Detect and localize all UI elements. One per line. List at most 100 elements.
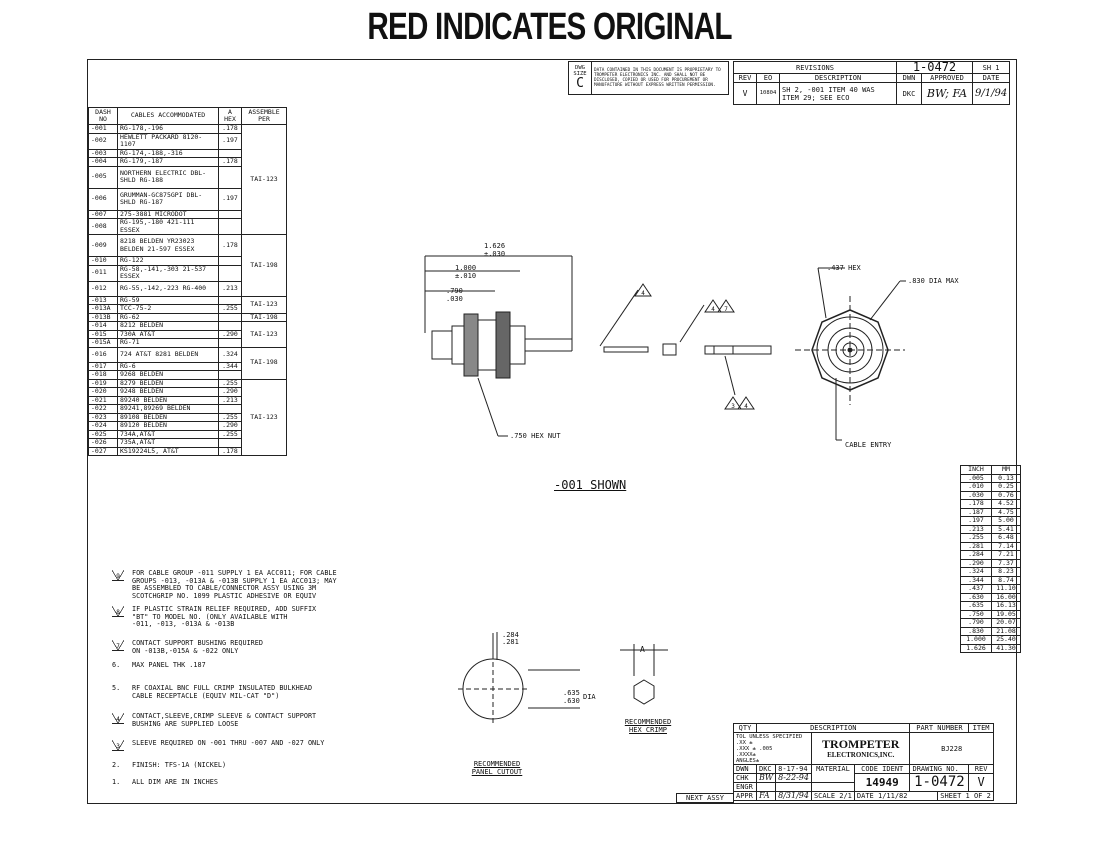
doc-number-top: 1-0472 (896, 61, 973, 74)
mm-value: 41.30 (991, 643, 1021, 653)
view-caption: -001 SHOWN (554, 478, 627, 492)
dim-1000: 1.000 (455, 264, 477, 272)
assemble-per: TAI-123 (241, 295, 287, 314)
sheet-count: SHEET 1 OF 2 (937, 791, 994, 801)
dwn-date: 8-17-94 (775, 764, 812, 774)
cable-dash-no: -006 (88, 187, 118, 211)
qty-label: QTY (733, 723, 757, 733)
item-label: ITEM (968, 723, 994, 733)
tol-1626: ±.030 (484, 250, 506, 258)
tolerance-values: .XX ± .XXX ± .005 .XXXX± ANGLES± (736, 739, 773, 764)
inch-value: .437 (960, 584, 992, 594)
ref-mark-4c: 4 (744, 403, 748, 410)
note-text: FINISH: TFS-1A (NICKEL) (132, 761, 227, 769)
cable-accommodated: GRUMMAN-GC875GPI DBL-SHLD RG-187 (117, 187, 219, 211)
cable-table: DASH NO CABLES ACCOMMODATED A HEX ASSEMB… (88, 107, 287, 456)
dim-281: .281 (502, 638, 519, 646)
chk-date: 8-22-94 (775, 773, 812, 783)
cable-hex: .197 (218, 187, 242, 211)
eo-value: 10804 (756, 82, 780, 105)
hex-crimp-caption: RECOMMENDED HEX CRIMP (624, 718, 672, 734)
revisions-table: REVISIONS 1-0472 SH 1 REV EO DESCRIPTION… (733, 61, 1011, 105)
note-mark: 2. (112, 761, 121, 769)
inch-value: .010 (960, 482, 992, 492)
next-assy-box: NEXT ASSY (676, 793, 734, 803)
cable-dash-no: -016 (88, 346, 118, 363)
tol-1000: ±.010 (455, 272, 477, 280)
description-label: DESCRIPTION (755, 723, 911, 733)
ref-mark-7: 7 (724, 306, 728, 313)
dwn-by: DKC (755, 764, 777, 774)
engr-label: ENGR (733, 782, 757, 792)
rev-label: REV (968, 764, 994, 774)
hex-a-label: A (640, 645, 645, 654)
cable-hex: .178 (218, 446, 242, 456)
tolerance-label: TOL UNLESS SPECIFIED (736, 733, 803, 740)
note-text: CONTACT,SLEEVE,CRIMP SLEEVE & CONTACT SU… (132, 712, 317, 728)
part-number-label: PART NUMBER (909, 723, 970, 733)
inch-value: .790 (960, 618, 992, 628)
code-ident-value: 14949 (853, 773, 911, 792)
drawing-no-label: DRAWING NO. (909, 764, 970, 774)
ref-mark-4b: 4 (711, 306, 715, 313)
drawing-frame (87, 59, 1017, 804)
ref-mark-3: 3 (731, 403, 735, 410)
note-mark: 9 (112, 570, 124, 581)
rev-description: SH 2, -001 ITEM 40 WAS ITEM 29; SEE ECO (779, 82, 897, 105)
revision-header: DWG SIZE C DATA CONTAINED IN THIS DOCUME… (568, 61, 729, 95)
hex-nut-label: .750 HEX NUT (510, 432, 561, 440)
chk-by: BW (755, 773, 777, 783)
dia-830-label: .830 DIA MAX (908, 277, 959, 285)
inch-value: .255 (960, 533, 992, 543)
dim-284: .284 (502, 631, 519, 639)
note-mark: 5. (112, 684, 121, 692)
mm-value: 8.23 (991, 567, 1021, 577)
dim-1626: 1.626 (484, 242, 506, 250)
tolerance-cell: TOL UNLESS SPECIFIED .XX ± .XXX ± .005 .… (733, 732, 812, 765)
ref-mark-4a: 4 (641, 290, 645, 297)
company-name: TROMPETER (822, 736, 900, 751)
rev-approval-signature: BW; FA (921, 82, 973, 105)
note-text: FOR CABLE GROUP -011 SUPPLY 1 EA ACC011;… (132, 569, 337, 600)
dwg-size: C (576, 76, 584, 91)
drawing-no-value: 1-0472 (909, 773, 970, 792)
note-mark: 7 (112, 640, 124, 651)
dim-630: .630 (563, 697, 580, 705)
rev-value-title: V (968, 773, 994, 792)
cable-entry-label: CABLE ENTRY (845, 441, 892, 449)
code-ident-label: CODE IDENT (853, 764, 911, 774)
mm-value: 7.21 (991, 550, 1021, 560)
mm-value: 11.10 (991, 584, 1021, 594)
note-text: SLEEVE REQUIRED ON -001 THRU -007 AND -0… (132, 739, 325, 747)
mm-value: 20.07 (991, 618, 1021, 628)
mm-value: 16.13 (991, 601, 1021, 611)
next-assy-label: NEXT ASSY (676, 793, 734, 803)
assemble-per: TAI-198 (241, 346, 287, 380)
material-label: MATERIAL (810, 764, 855, 783)
part-number-value: BJ228 (909, 732, 994, 765)
note-mark: 4 (112, 713, 124, 724)
hex-437-label: .437 HEX (827, 264, 861, 272)
date: DATE 1/11/82 (853, 791, 939, 801)
assemble-per: TAI-123 (241, 378, 287, 456)
inch-value: 1.626 (960, 643, 992, 653)
inch-value: .197 (960, 516, 992, 526)
mm-value: 0.25 (991, 482, 1021, 492)
